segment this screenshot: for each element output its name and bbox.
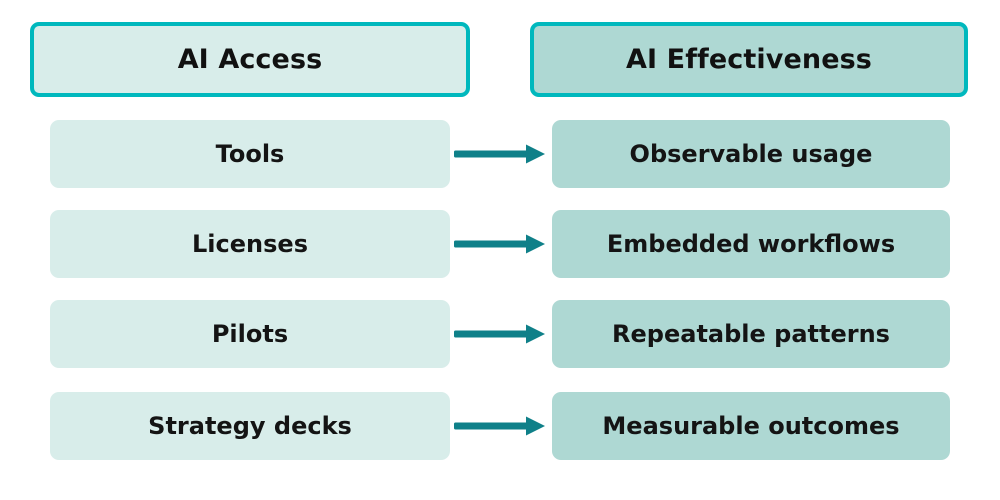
effectiveness-item-box[interactable]: Measurable outcomes <box>552 392 950 460</box>
effectiveness-item-box[interactable]: Repeatable patterns <box>552 300 950 368</box>
access-item-box[interactable]: Pilots <box>50 300 450 368</box>
arrow-right-icon <box>452 322 548 346</box>
diagram-row: Licenses Embedded workflows <box>0 210 1000 278</box>
access-item-box[interactable]: Tools <box>50 120 450 188</box>
arrow-right-icon <box>452 232 548 256</box>
diagram-row: Pilots Repeatable patterns <box>0 300 1000 368</box>
effectiveness-item-box[interactable]: Embedded workflows <box>552 210 950 278</box>
access-item-box[interactable]: Licenses <box>50 210 450 278</box>
column-header-ai-effectiveness: AI Effectiveness <box>530 22 968 97</box>
column-header-right-label: AI Effectiveness <box>626 44 872 75</box>
access-item-label: Strategy decks <box>148 412 352 440</box>
arrow-right-icon <box>452 414 548 438</box>
access-item-label: Pilots <box>211 320 289 348</box>
diagram-row: Strategy decks Measurable outcomes <box>0 392 1000 460</box>
access-item-box[interactable]: Strategy decks <box>50 392 450 460</box>
effectiveness-item-box[interactable]: Observable usage <box>552 120 950 188</box>
effectiveness-item-label: Measurable outcomes <box>602 412 900 440</box>
effectiveness-item-label: Repeatable patterns <box>612 320 890 348</box>
arrow-right-icon <box>452 142 548 166</box>
diagram-row: Tools Observable usage <box>0 120 1000 188</box>
column-header-ai-access: AI Access <box>30 22 470 97</box>
effectiveness-item-label: Embedded workflows <box>606 230 896 258</box>
column-header-left-label: AI Access <box>177 44 323 75</box>
access-item-label: Licenses <box>192 230 308 258</box>
access-item-label: Tools <box>215 140 285 168</box>
effectiveness-item-label: Observable usage <box>629 140 873 168</box>
